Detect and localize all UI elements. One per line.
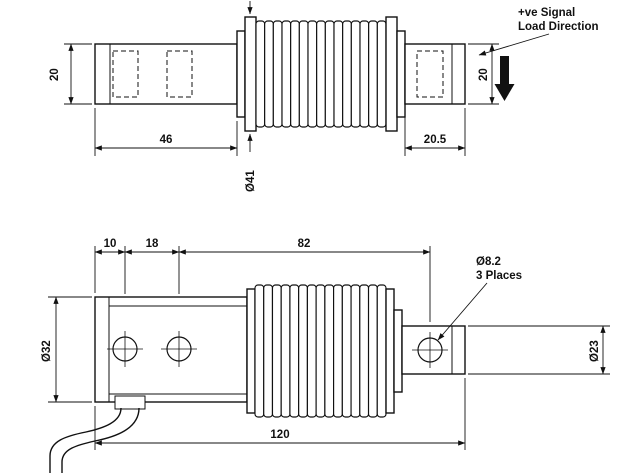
bellows-corrugation bbox=[359, 284, 370, 418]
bellows-corrugation bbox=[341, 284, 352, 418]
mounting-holes bbox=[107, 331, 448, 368]
hidden-hole-outline bbox=[166, 50, 193, 98]
left-collar-ring-large bbox=[244, 16, 257, 132]
bellows-corrugation bbox=[280, 284, 291, 418]
cable-gland bbox=[114, 395, 146, 410]
bellows-corrugation bbox=[368, 20, 378, 128]
top-view-part bbox=[94, 16, 466, 132]
bellows-corrugation bbox=[350, 20, 361, 128]
bellows-corrugation bbox=[298, 20, 309, 128]
bellows-top-view bbox=[255, 20, 387, 128]
dim-hole-spacing: 18 bbox=[146, 238, 159, 250]
mounting-block-outline bbox=[94, 296, 248, 403]
bellows-corrugation bbox=[350, 284, 361, 418]
bellows-corrugation bbox=[298, 284, 308, 418]
dim-top-right-length: 20.5 bbox=[424, 134, 447, 146]
bellows-corrugation bbox=[367, 284, 378, 418]
dim-top-left-length: 46 bbox=[160, 134, 173, 146]
bellows-corrugation bbox=[272, 20, 283, 128]
left-collar-ring-small bbox=[236, 30, 246, 118]
right-collar-ring-large bbox=[385, 16, 398, 132]
load-direction-arrow bbox=[494, 56, 515, 101]
bellows-front-view bbox=[254, 284, 387, 418]
bellows-corrugation bbox=[289, 284, 300, 418]
top-view-dimensions: 20 46 Ø41 20.5 20 bbox=[49, 1, 499, 192]
bellows-left-ring bbox=[246, 288, 256, 414]
bellows-right-ring bbox=[385, 288, 395, 414]
holes-callout: Ø8.2 3 Places bbox=[437, 256, 522, 341]
dim-hole-to-end-hole: 82 bbox=[298, 238, 311, 250]
front-view-dimensions: 10 18 82 Ø32 Ø23 120 bbox=[41, 238, 610, 450]
dim-top-left-height: 20 bbox=[49, 68, 61, 81]
right-collar-ring-small bbox=[396, 30, 406, 118]
holes-label-line2: 3 Places bbox=[476, 270, 522, 282]
load-direction-label-line1: +ve Signal bbox=[518, 7, 575, 19]
bellows-corrugation bbox=[359, 20, 370, 128]
cable-edge bbox=[49, 407, 122, 473]
hidden-hole-outline bbox=[112, 50, 139, 98]
leader-line bbox=[437, 282, 488, 341]
bellows-corrugation bbox=[324, 284, 335, 418]
bellows-corrugation bbox=[281, 20, 292, 128]
bellows-corrugation bbox=[333, 284, 343, 418]
bellows-corrugation bbox=[271, 284, 282, 418]
bellows-corrugation bbox=[290, 20, 300, 128]
bellows-corrugation bbox=[264, 20, 274, 128]
dim-collar-diameter: Ø41 bbox=[245, 170, 257, 192]
bellows-corrugation bbox=[324, 20, 335, 128]
bellows-corrugation bbox=[376, 20, 387, 128]
bellows-corrugation bbox=[263, 284, 274, 418]
bellows-corrugation bbox=[307, 20, 318, 128]
bellows-corrugation bbox=[333, 20, 344, 128]
load-direction-label-line2: Load Direction bbox=[518, 21, 599, 33]
top-view: 20 46 Ø41 20.5 20 +ve Signal Load Dire bbox=[49, 1, 599, 192]
bellows-corrugation bbox=[376, 284, 387, 418]
bellows-corrugation bbox=[316, 20, 326, 128]
dim-edge-to-first-hole: 10 bbox=[104, 238, 117, 250]
leader-line bbox=[478, 33, 550, 56]
dim-body-diameter: Ø32 bbox=[41, 340, 53, 362]
holes-label-line1: Ø8.2 bbox=[476, 256, 501, 268]
hidden-hole-outline bbox=[416, 50, 444, 98]
front-view: 10 18 82 Ø32 Ø23 120 Ø8.2 3 Places bbox=[41, 238, 610, 473]
load-direction-callout: +ve Signal Load Direction bbox=[478, 7, 599, 56]
bellows-corrugation bbox=[342, 20, 352, 128]
right-shaft-outline bbox=[404, 43, 466, 105]
dim-top-right-height: 20 bbox=[478, 68, 490, 81]
bellows-corrugation bbox=[306, 284, 317, 418]
left-shaft-outline bbox=[94, 43, 238, 105]
front-view-part bbox=[94, 284, 466, 418]
dim-end-diameter: Ø23 bbox=[589, 340, 601, 362]
dim-overall-length: 120 bbox=[270, 429, 289, 441]
right-step-ring bbox=[393, 309, 403, 393]
bellows-corrugation bbox=[254, 284, 265, 418]
bellows-corrugation bbox=[315, 284, 326, 418]
bellows-corrugation bbox=[255, 20, 266, 128]
